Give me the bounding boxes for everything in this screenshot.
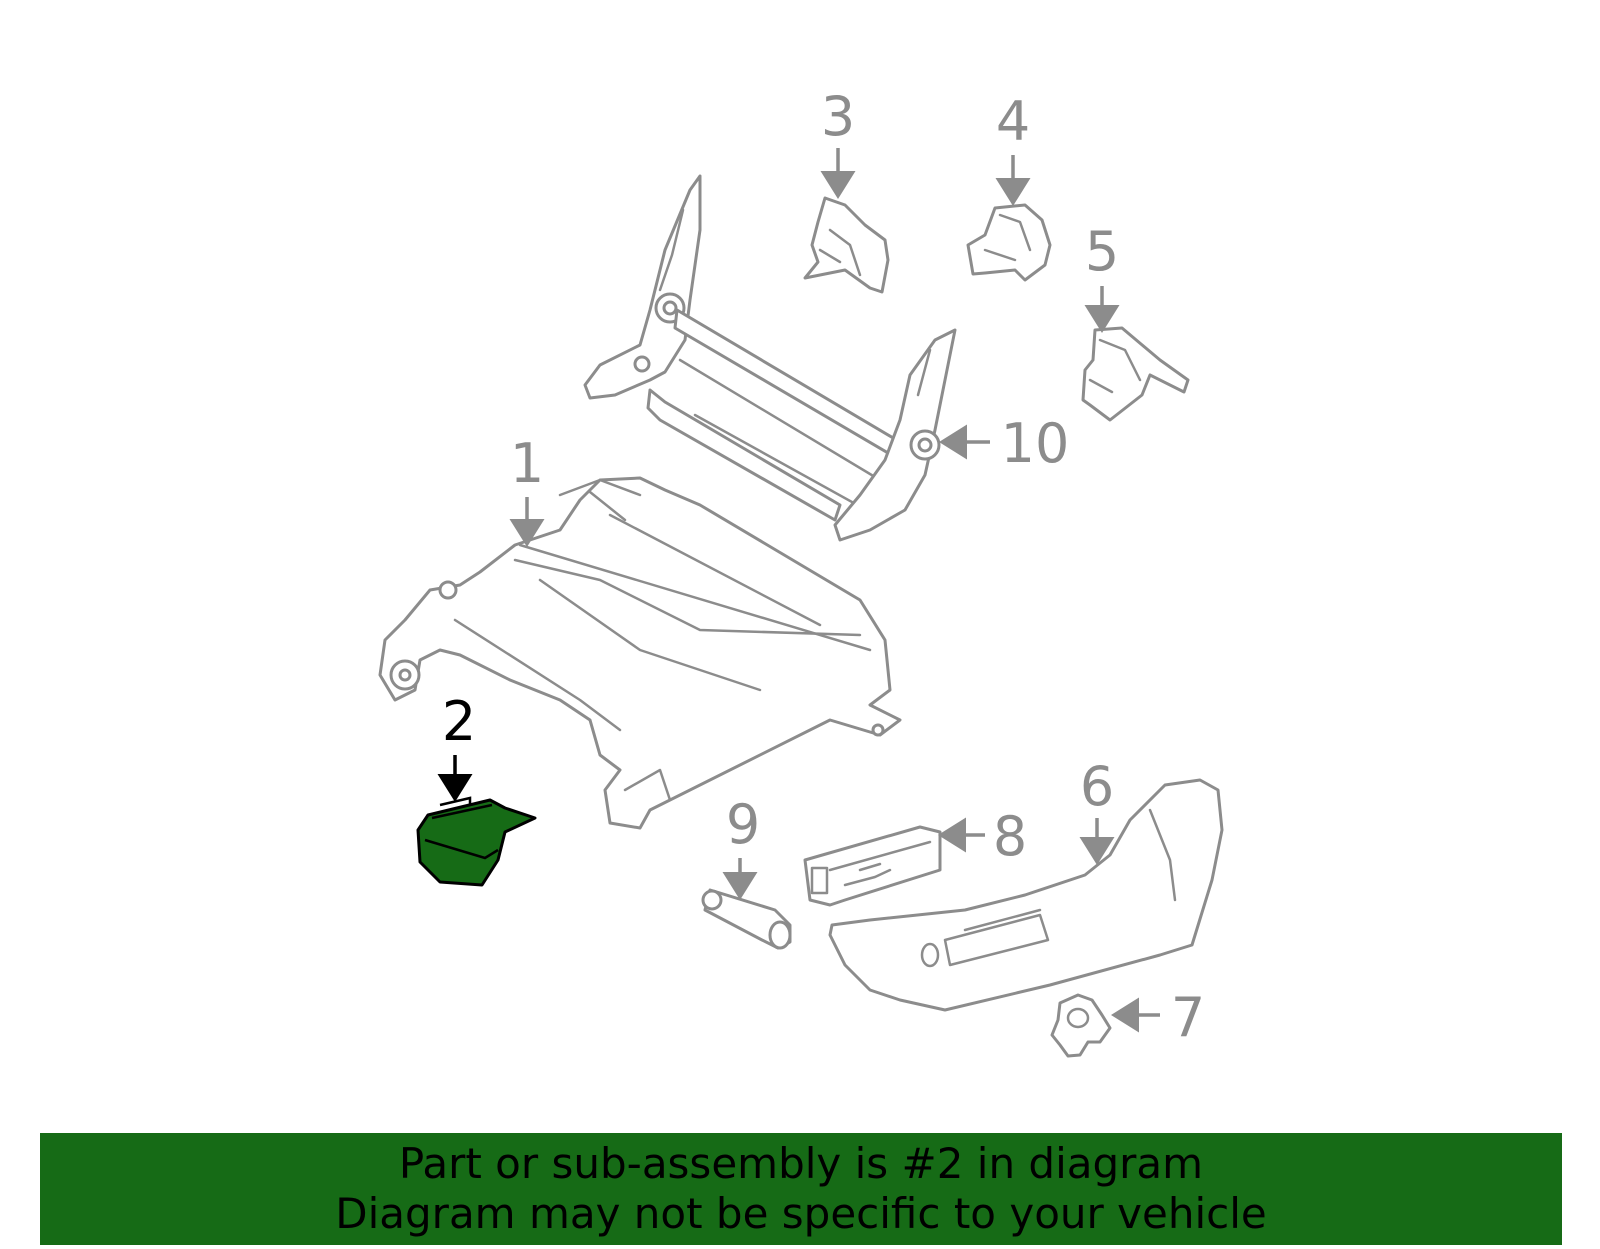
part-9-switch [701,888,792,950]
callout-5: 5 [1085,220,1119,283]
part-6-side-panel [828,778,1224,1012]
part-8-switch-assembly [803,825,942,907]
callout-2: 2 [442,690,476,753]
callout-3: 3 [821,85,855,148]
banner-line-disclaimer: Diagram may not be specific to your vehi… [335,1189,1267,1238]
part-10-recliner-frame [583,174,957,542]
callout-10: 10 [1001,412,1070,475]
part-2-cover-highlighted [416,796,537,887]
part-4-bracket [966,203,1052,282]
callout-6: 6 [1080,755,1114,818]
callout-7: 7 [1171,986,1205,1049]
callout-1: 1 [510,432,544,495]
callout-9: 9 [726,793,760,856]
part-3-bracket [803,196,890,294]
callout-arrows [437,148,1160,1033]
part-1-seat-frame [378,476,902,830]
banner-line-part-info: Part or sub-assembly is #2 in diagram [398,1139,1204,1188]
info-banner: Part or sub-assembly is #2 in diagram Di… [40,1133,1562,1245]
callout-4: 4 [996,90,1030,153]
callout-8: 8 [993,805,1027,868]
part-5-bracket [1081,326,1190,422]
part-7-knob [1050,993,1112,1058]
